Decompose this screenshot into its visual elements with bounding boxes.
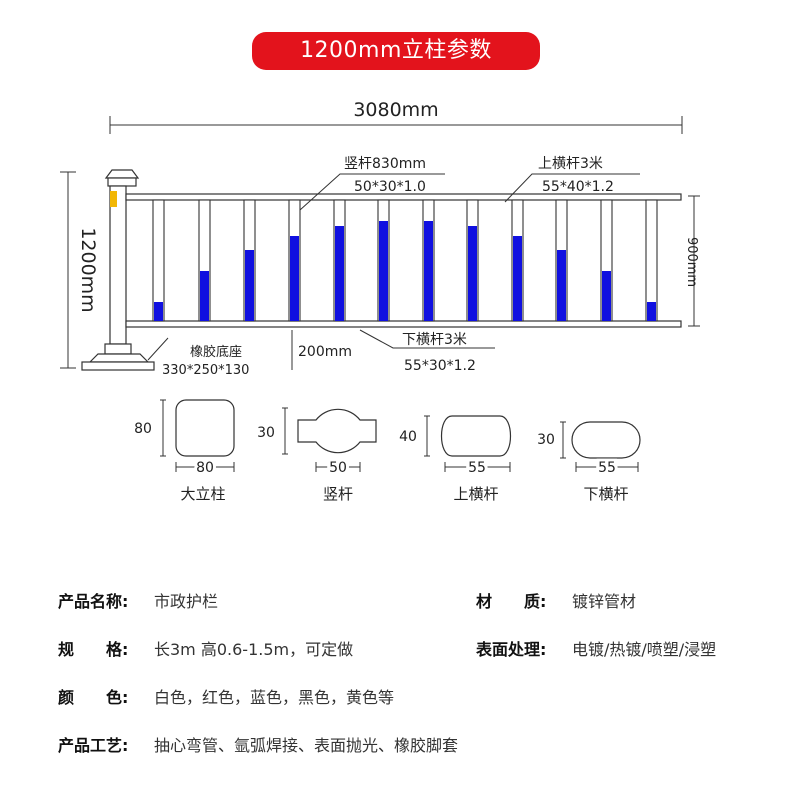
spec-label: 产品名称: (58, 592, 129, 611)
picket-color-fill (602, 271, 611, 321)
spec-value: 市政护栏 (154, 592, 219, 611)
bottom-rail-section-height: 30 (537, 432, 555, 448)
picket-color-fill (245, 250, 254, 321)
picket-color-fill (379, 221, 388, 321)
spec-surface: 表面处理: 电镀/热镀/喷塑/浸塑 (476, 636, 716, 660)
spec-value: 镀锌管材 (572, 592, 637, 611)
picket-color-fill (424, 221, 433, 321)
picket-color-fill (335, 226, 344, 321)
top-rail-callout: 上横杆3米 (538, 156, 603, 172)
spec-value: 长3m 高0.6-1.5m，可定做 (154, 640, 354, 659)
callout-lines (147, 173, 640, 370)
reflector-strip (110, 191, 117, 207)
picket-section-width: 50 (329, 460, 347, 476)
width-label: 3080mm (353, 99, 438, 121)
pickets (152, 199, 658, 322)
picket-size-callout: 50*30*1.0 (354, 179, 426, 195)
fence-rails (125, 193, 682, 328)
spec-label: 表面处理: (476, 640, 547, 659)
picket-section-shape (297, 408, 377, 454)
spec-value: 电镀/热镀/喷塑/浸塑 (572, 640, 717, 659)
top-rail-size-callout: 55*40*1.2 (542, 179, 614, 195)
bottom-rail-section-shape (571, 421, 641, 459)
spec-label: 规 格: (58, 640, 129, 659)
post-section-width: 80 (196, 460, 214, 476)
spec-value: 抽心弯管、氩弧焊接、表面抛光、橡胶脚套 (154, 736, 459, 755)
picket-color-fill (290, 236, 299, 321)
top-rail-section-width: 55 (468, 460, 486, 476)
main-post (81, 169, 155, 371)
bottom-rail-callout: 下横杆3米 (402, 332, 467, 348)
bottom-rail-size-callout: 55*30*1.2 (404, 358, 476, 374)
spec-label: 产品工艺: (58, 736, 129, 755)
bottom-rail (125, 320, 682, 328)
picket-color-fill (647, 302, 656, 321)
width-dimension (109, 116, 683, 134)
top-rail-section-shape (441, 415, 511, 457)
picket-callout: 竖杆830mm (344, 156, 426, 172)
picket-color-fill (200, 271, 209, 321)
picket-section-height: 30 (257, 425, 275, 441)
picket-color-fill (557, 250, 566, 321)
spec-label: 颜 色: (58, 688, 129, 707)
bottom-rail-section-width: 55 (598, 460, 616, 476)
height-dimension (60, 171, 76, 369)
top-rail-section-name: 上横杆 (453, 485, 498, 503)
base-size-callout: 330*250*130 (162, 363, 249, 378)
spec-product-name: 产品名称: 市政护栏 (58, 588, 218, 612)
picket-section-name: 竖杆 (323, 485, 353, 503)
top-rail-section-height: 40 (399, 429, 417, 445)
picket-color-fill (513, 236, 522, 321)
top-rail (125, 193, 682, 201)
spec-material: 材 质: 镀锌管材 (476, 588, 636, 612)
post-section-height: 80 (134, 421, 152, 437)
fence-diagram: 3080mm 1200mm 900mm 竖杆830mm 50*30*1.0 (60, 99, 700, 503)
picket-color-fill (468, 226, 477, 321)
spec-value: 白色，红色，蓝色，黑色，黄色等 (154, 688, 395, 707)
post-section-name: 大立柱 (180, 485, 225, 503)
spec-size: 规 格: 长3m 高0.6-1.5m，可定做 (58, 636, 353, 660)
rail-span-dimension (688, 195, 700, 327)
base-callout: 橡胶底座 (190, 344, 242, 360)
bottom-rail-section-name: 下横杆 (583, 485, 628, 503)
page-title-banner: 1200mm立柱参数 (252, 32, 540, 70)
picket-color-fill (154, 302, 163, 321)
cross-sections (160, 399, 641, 472)
spec-color: 颜 色: 白色，红色，蓝色，黑色，黄色等 (58, 684, 394, 708)
rail-span-label: 900mm (684, 237, 699, 287)
height-label: 1200mm (77, 227, 99, 312)
spec-process: 产品工艺: 抽心弯管、氩弧焊接、表面抛光、橡胶脚套 (58, 732, 458, 756)
bottom-gap-label: 200mm (298, 344, 352, 360)
post-section-shape (175, 399, 235, 457)
spec-label: 材 质: (476, 592, 547, 611)
